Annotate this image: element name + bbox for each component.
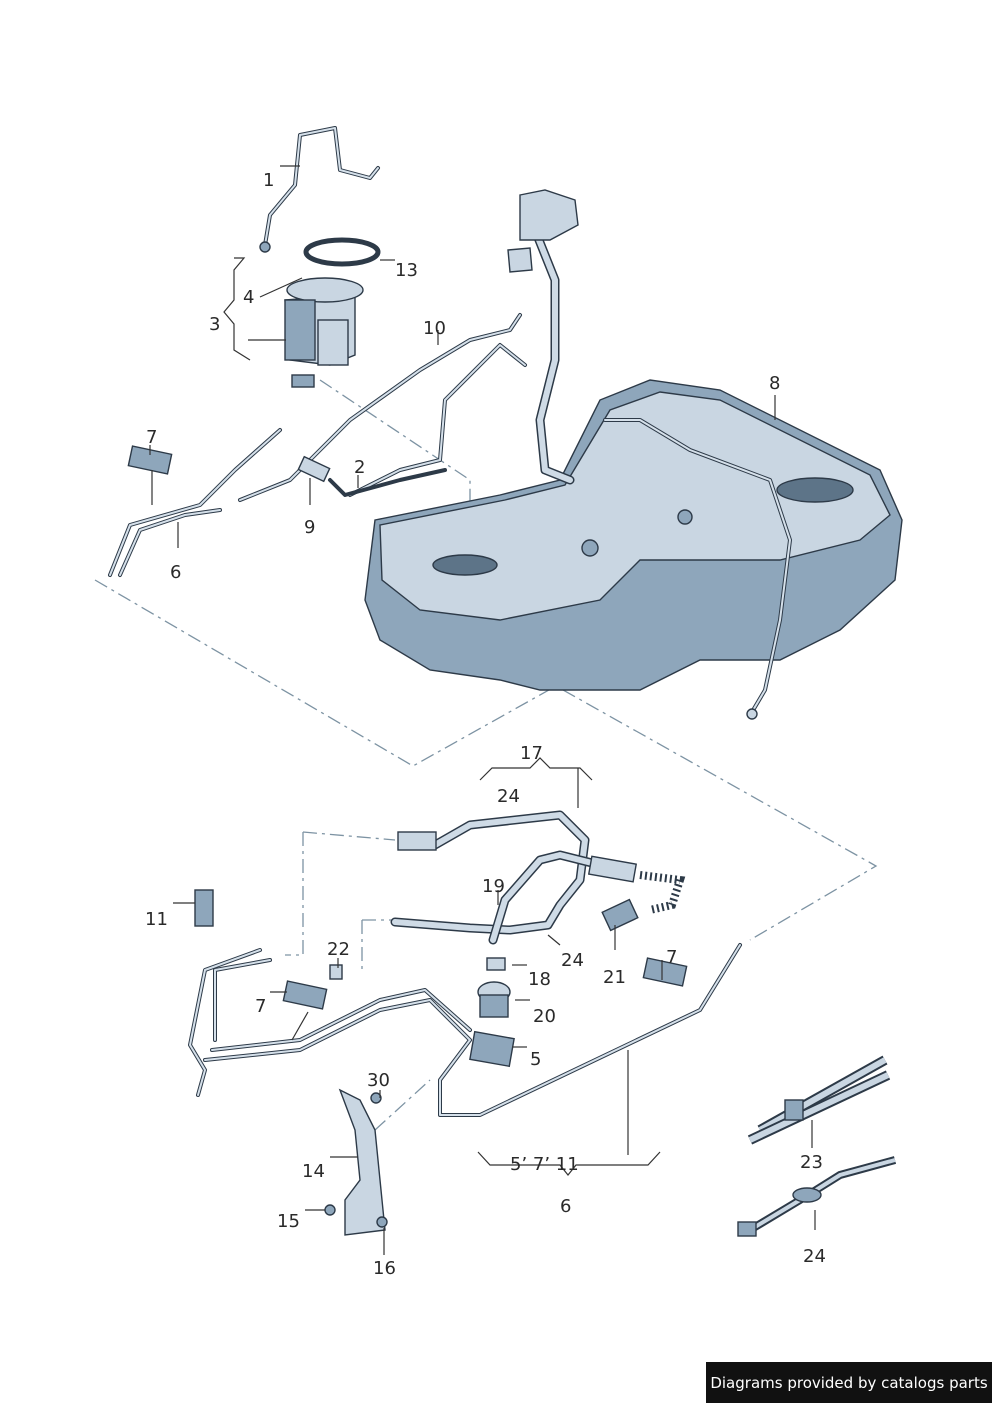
fuel-pump-assembly bbox=[284, 277, 364, 388]
callout-20: 20 bbox=[533, 1006, 556, 1027]
callout-1: 1 bbox=[263, 170, 275, 191]
clip-11 bbox=[194, 889, 214, 927]
callout-21: 21 bbox=[603, 967, 626, 988]
callout-9: 9 bbox=[304, 517, 316, 538]
callout-30: 30 bbox=[367, 1070, 390, 1091]
fuel-line-10 bbox=[238, 313, 527, 502]
callout-24-c: 24 bbox=[803, 1246, 826, 1267]
tank-vent-lines bbox=[603, 418, 792, 720]
callout-22: 22 bbox=[327, 939, 350, 960]
bracket-14 bbox=[324, 1088, 388, 1236]
callout-2: 2 bbox=[354, 457, 366, 478]
clamp-22 bbox=[329, 964, 343, 980]
callout-15: 15 bbox=[277, 1211, 300, 1232]
callout-24-a: 24 bbox=[497, 786, 520, 807]
callout-6-top: 6 bbox=[170, 562, 182, 583]
filler-neck bbox=[507, 189, 579, 485]
callout-8: 8 bbox=[769, 373, 781, 394]
wiring-harness-1 bbox=[259, 126, 380, 253]
callout-4: 4 bbox=[243, 287, 255, 308]
callout-17: 17 bbox=[520, 743, 543, 764]
fuel-line-bundle-bottom bbox=[188, 943, 742, 1117]
clip-5 bbox=[469, 1030, 515, 1068]
callout-10: 10 bbox=[423, 318, 446, 339]
clip-18 bbox=[486, 957, 506, 971]
callout-13: 13 bbox=[395, 260, 418, 281]
callout-7-right: 7 bbox=[666, 947, 678, 968]
callout-18: 18 bbox=[528, 969, 551, 990]
fuel-line-bundle-top bbox=[108, 428, 282, 577]
clip-7-right bbox=[642, 957, 688, 987]
valve-20 bbox=[477, 981, 511, 1018]
clip-7-top bbox=[127, 445, 173, 475]
callout-24-b: 24 bbox=[561, 950, 584, 971]
callout-3: 3 bbox=[209, 314, 221, 335]
callout-6-group: 5’ 7’ 11 bbox=[510, 1154, 579, 1175]
callout-7-top: 7 bbox=[146, 427, 158, 448]
cable-tie-24 bbox=[737, 1156, 897, 1237]
callout-16: 16 bbox=[373, 1258, 396, 1279]
fuel-tank bbox=[364, 379, 903, 691]
callout-5: 5 bbox=[530, 1049, 542, 1070]
valve-21 bbox=[601, 898, 639, 932]
callout-7-mid: 7 bbox=[255, 996, 267, 1017]
cable-tie-23 bbox=[747, 1055, 891, 1145]
callout-6-bottom: 6 bbox=[560, 1196, 572, 1217]
callout-14: 14 bbox=[302, 1161, 325, 1182]
leader-lines bbox=[149, 165, 816, 1255]
seal-ring-13 bbox=[303, 237, 381, 267]
valve-9 bbox=[297, 455, 447, 497]
callout-19: 19 bbox=[482, 876, 505, 897]
callout-11: 11 bbox=[145, 909, 168, 930]
attribution-text: Diagrams provided by catalogs parts bbox=[710, 1373, 988, 1392]
clip-7-mid bbox=[282, 980, 328, 1010]
attribution-banner: Diagrams provided by catalogs parts bbox=[706, 1362, 992, 1403]
callout-23: 23 bbox=[800, 1152, 823, 1173]
hose-assembly-17 bbox=[390, 810, 686, 945]
